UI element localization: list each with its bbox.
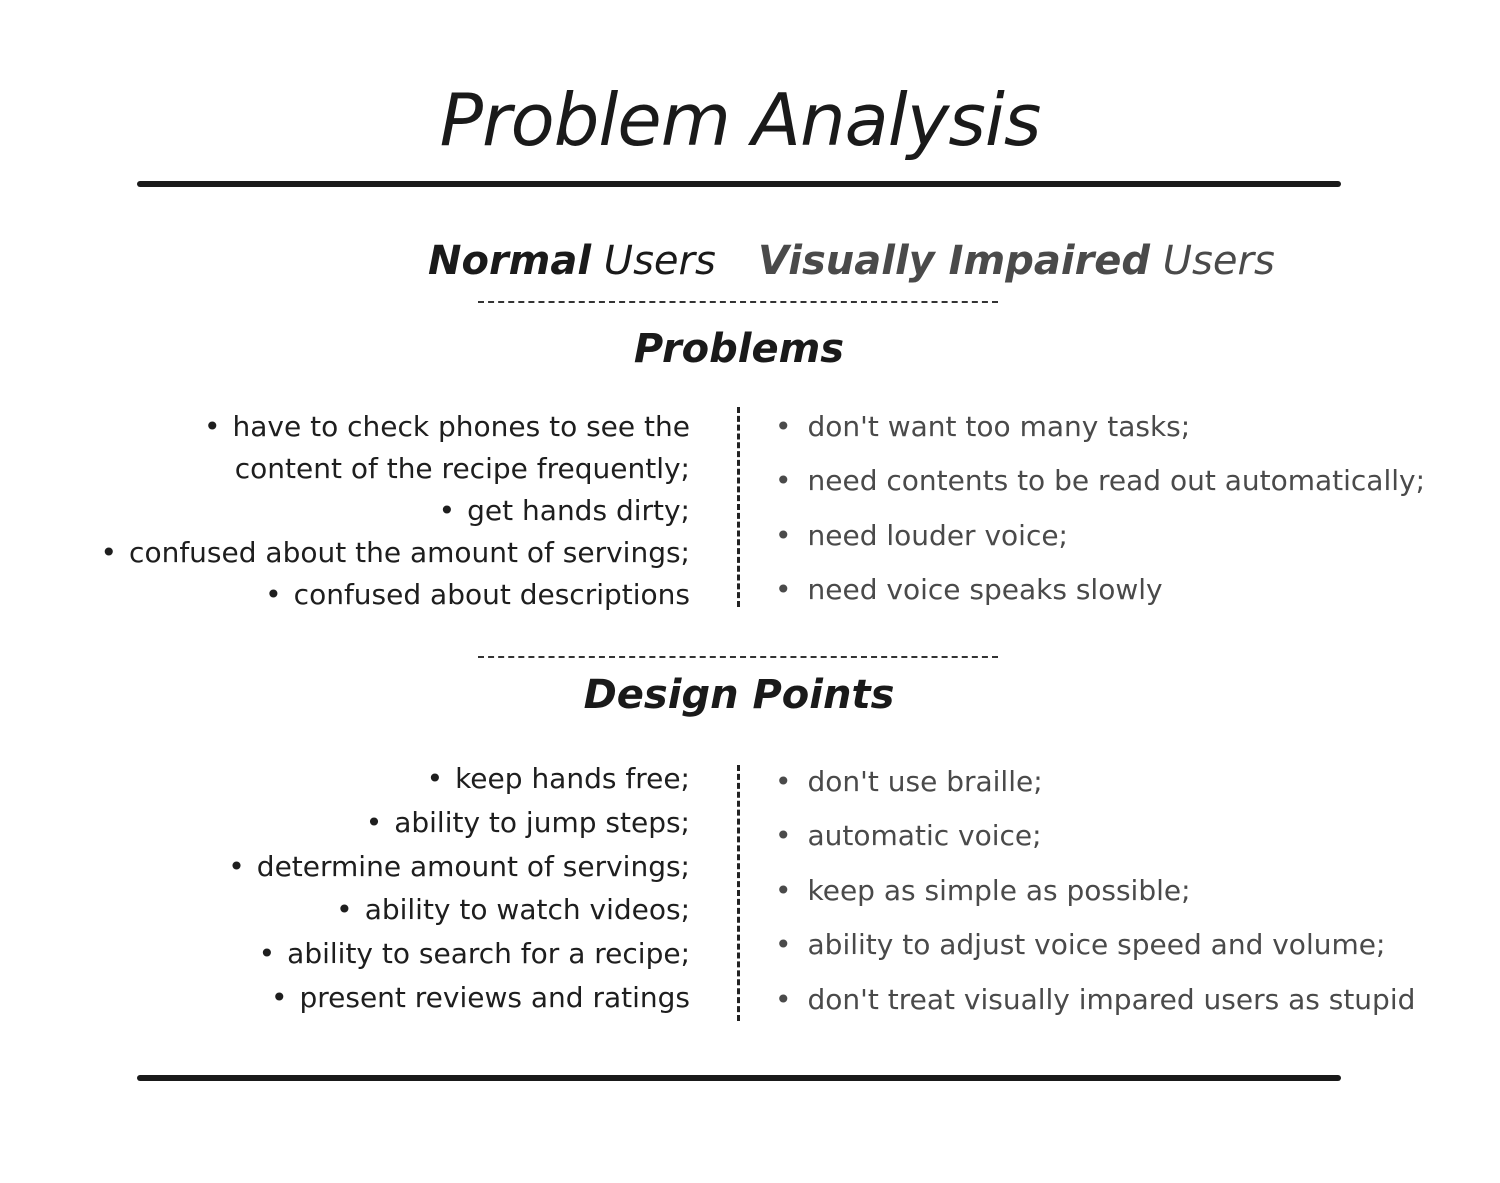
bullet-icon: • (365, 805, 383, 839)
list-item: • automatic voice; (775, 809, 1415, 863)
list-item: • confused about descriptions (101, 574, 690, 616)
bullet-icon: • (775, 765, 792, 798)
bullet-icon: • (775, 819, 792, 853)
bullet-icon: • (258, 937, 276, 971)
problems-heading: Problems (633, 326, 845, 372)
list-item-text: present reviews and ratings (299, 980, 690, 1014)
top-divider (137, 181, 1341, 187)
list-item: • determine amount of servings; (228, 845, 690, 889)
bullet-icon: • (270, 980, 288, 1014)
bullet-icon: • (775, 873, 792, 907)
list-item-text: don't want too many tasks; (807, 410, 1191, 443)
list-item-text: content of the recipe frequently; (234, 452, 690, 485)
list-item-text: get hands dirty; (467, 494, 690, 527)
list-item-text: don't treat visually impared users as st… (807, 982, 1416, 1016)
list-item: • keep hands free; (228, 757, 690, 801)
list-item-text: keep as simple as possible; (807, 873, 1191, 907)
list-item: • don't treat visually impared users as s… (775, 973, 1415, 1027)
list-item: • don't use braille; (775, 755, 1415, 809)
normal-users-label: Normal Users (428, 238, 716, 284)
list-item: • have to check phones to see the (101, 406, 690, 448)
list-item: • get hands dirty; (101, 490, 690, 532)
list-item-text: need louder voice; (807, 518, 1068, 552)
bullet-icon: • (203, 410, 221, 443)
bullet-icon: • (775, 464, 792, 498)
dashed-column-divider-design-points (737, 765, 740, 1021)
visually-impaired-problems-list: • don't want too many tasks; • need conten… (775, 400, 1425, 618)
list-item: • ability to adjust voice speed and volum… (775, 918, 1415, 972)
visually-impaired-users-label: Visually Impaired Users (758, 238, 1275, 284)
bullet-icon: • (438, 494, 456, 527)
list-item-text: don't use braille; (807, 765, 1043, 798)
list-item: content of the recipe frequently; (101, 448, 690, 490)
list-item-text: need contents to be read out automatical… (807, 464, 1426, 498)
list-item-text: determine amount of servings; (256, 849, 690, 883)
list-item-text: ability to watch videos; (364, 893, 690, 927)
list-item-text: ability to adjust voice speed and volume… (807, 928, 1386, 962)
bullet-icon: • (426, 762, 444, 795)
normal-users-design-points-list: • keep hands free; • ability to jump steps… (228, 757, 690, 1020)
list-item: • don't want too many tasks; (775, 400, 1425, 454)
list-item-text: have to check phones to see the (232, 410, 690, 443)
list-item-text: ability to jump steps; (394, 805, 690, 839)
normal-users-bold: Normal (428, 238, 592, 284)
dashed-divider-problems (478, 301, 998, 303)
bullet-icon: • (265, 578, 282, 611)
list-item-text: confused about the amount of servings; (129, 536, 690, 569)
bullet-icon: • (775, 928, 792, 962)
dashed-column-divider-problems (737, 407, 740, 607)
list-item: • ability to search for a recipe; (228, 932, 690, 976)
visually-impaired-users-suffix: Users (1150, 238, 1275, 284)
list-item: • need louder voice; (775, 509, 1425, 563)
bullet-icon: • (775, 518, 792, 552)
list-item: • keep as simple as possible; (775, 864, 1415, 918)
list-item: • need contents to be read out automatica… (775, 454, 1425, 508)
visually-impaired-users-bold: Visually Impaired (758, 238, 1151, 284)
bullet-icon: • (775, 573, 792, 607)
bullet-icon: • (100, 536, 118, 569)
normal-users-problems-list: • have to check phones to see the content… (101, 406, 690, 616)
list-item: • ability to watch videos; (228, 888, 690, 932)
list-item: • need voice speaks slowly (775, 563, 1425, 617)
visually-impaired-design-points-list: • don't use braille; • automatic voice; • k… (775, 755, 1415, 1027)
bullet-icon: • (775, 982, 792, 1016)
design-points-heading: Design Points (583, 672, 895, 718)
page-title: Problem Analysis (439, 78, 1042, 162)
list-item: • confused about the amount of servings; (101, 532, 690, 574)
normal-users-suffix: Users (591, 238, 716, 284)
dashed-divider-design-points (478, 656, 998, 658)
list-item-text: ability to search for a recipe; (287, 937, 690, 971)
bullet-icon: • (775, 410, 792, 443)
list-item: • present reviews and ratings (228, 976, 690, 1020)
user-groups-header: Normal Users Visually Impaired Users (0, 238, 1500, 298)
bullet-icon: • (228, 849, 245, 883)
list-item: • ability to jump steps; (228, 801, 690, 845)
list-item-text: automatic voice; (807, 819, 1042, 853)
list-item-text: need voice speaks slowly (807, 573, 1163, 607)
bullet-icon: • (336, 893, 353, 927)
list-item-text: confused about descriptions (293, 578, 690, 611)
list-item-text: keep hands free; (455, 762, 690, 795)
bottom-divider (137, 1075, 1341, 1081)
